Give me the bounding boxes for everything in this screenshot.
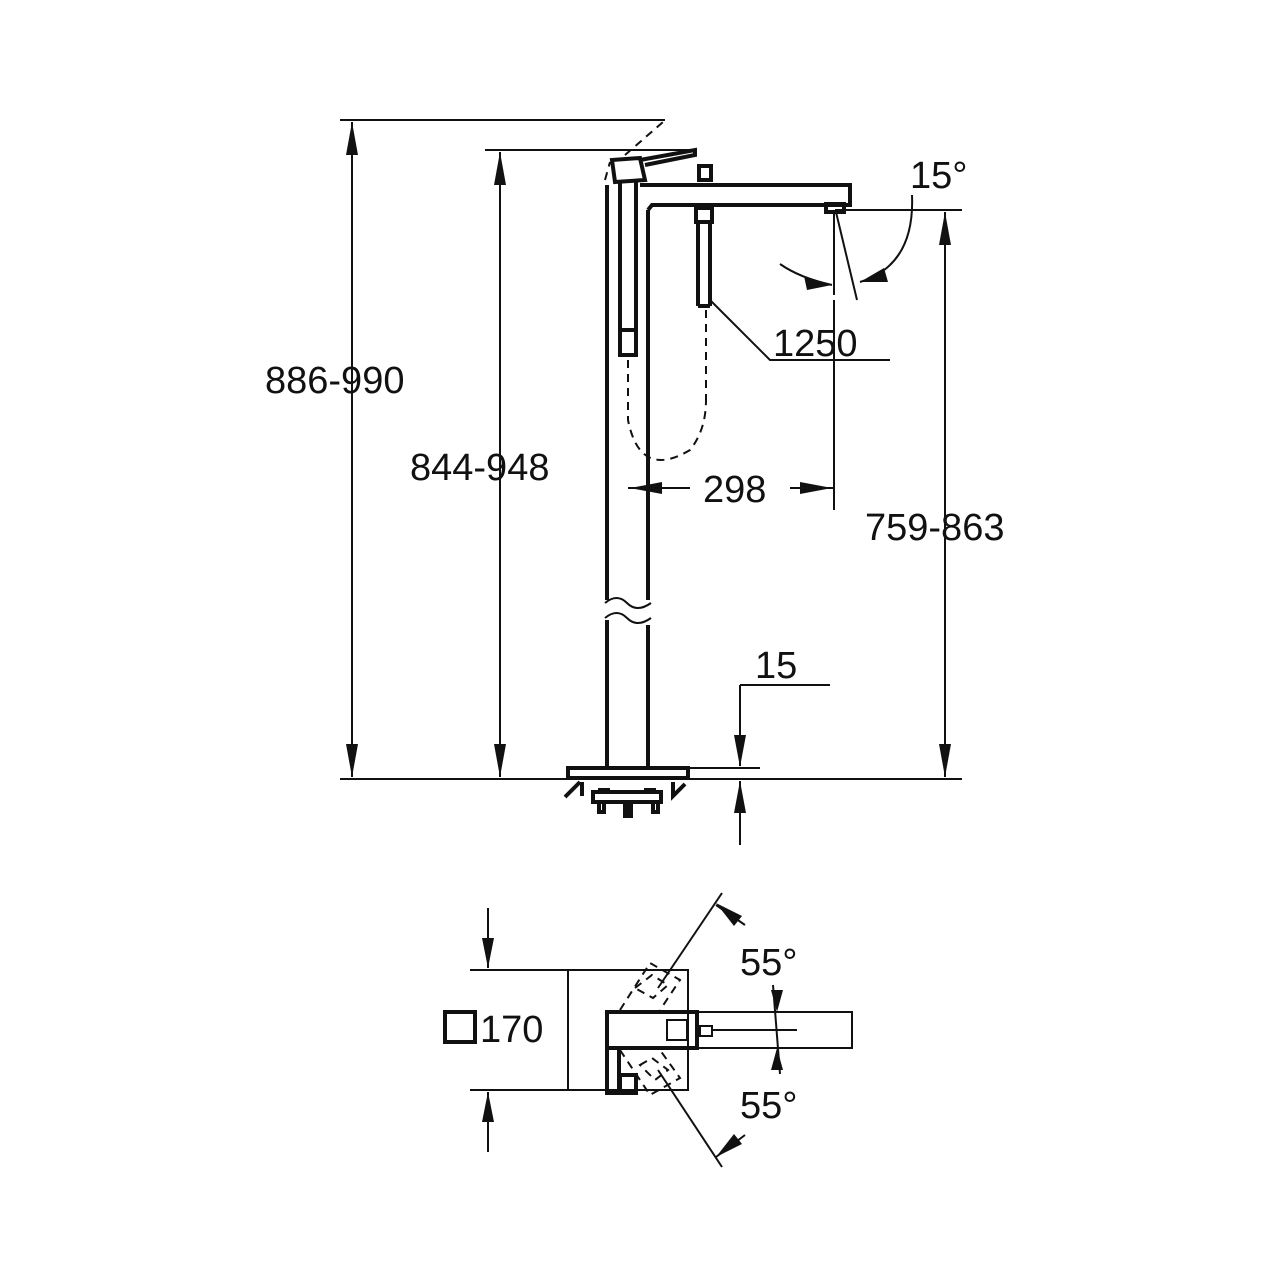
base-thickness-label: 15 <box>755 645 797 687</box>
dimension-hose-length: 1250 <box>709 299 890 365</box>
square-symbol-icon <box>443 1010 477 1044</box>
faucet-elevation <box>604 121 852 768</box>
lever-height-label: 844-948 <box>410 447 549 489</box>
spout-height-label: 759-863 <box>865 507 1004 549</box>
dimension-lever-height: 844-948 <box>410 149 695 777</box>
dimension-base-size: 170 <box>443 908 568 1152</box>
spout-projection-label: 298 <box>703 469 766 511</box>
dimension-spout-angle: 15° <box>779 155 967 301</box>
total-height-label: 886-990 <box>265 360 404 402</box>
floor-base <box>563 766 690 818</box>
base-size-label: 170 <box>480 1009 543 1051</box>
dimension-total-height: 886-990 <box>265 119 665 777</box>
plan-view <box>567 961 853 1097</box>
swivel-angle-bottom-label: 55° <box>740 1085 797 1127</box>
dimension-swivel-angle: 55° 55° <box>657 892 797 1168</box>
dimension-spout-projection: 298 <box>628 300 835 511</box>
spout-angle-label: 15° <box>910 155 967 197</box>
hose-length-label: 1250 <box>773 323 858 365</box>
dimension-base-thickness: 15 <box>687 645 830 845</box>
swivel-angle-top-label: 55° <box>740 942 797 984</box>
dimension-spout-height: 759-863 <box>835 209 1004 777</box>
